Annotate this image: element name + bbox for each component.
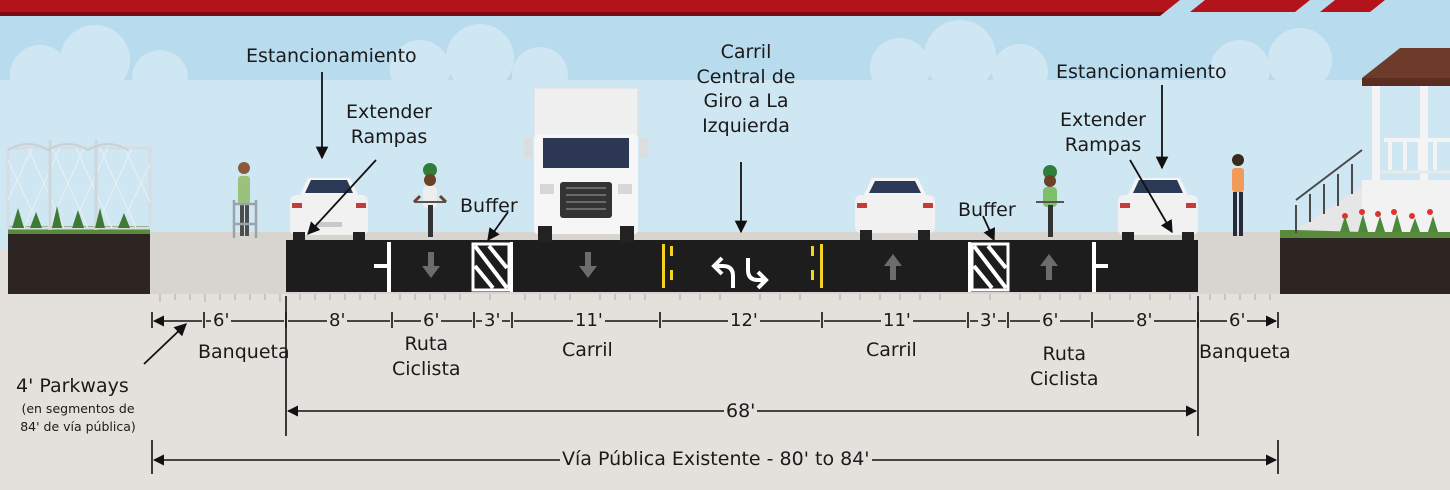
- pedestrian-right: [1232, 154, 1244, 236]
- label-center-turn-lane: Carril Central de Giro a La Izquierda: [696, 41, 796, 138]
- lane-markings: [374, 242, 1108, 292]
- header-banner: [0, 0, 1385, 16]
- left-grass: [8, 226, 150, 234]
- turn-arrows: [711, 256, 769, 290]
- dim-bike-left: 6': [421, 310, 442, 331]
- label-ramps-right: Extender Rampas: [1060, 109, 1146, 156]
- label-ramps-left: Extender Rampas: [346, 101, 432, 148]
- dim-center-lane: 12': [728, 310, 760, 331]
- dim-lane-right: 11': [881, 310, 913, 331]
- cyclist-right: [1036, 165, 1064, 237]
- label-banqueta-right: Banqueta: [1199, 341, 1291, 363]
- label-carril-left: Carril: [562, 339, 613, 361]
- label-ruta-ciclista-right: Ruta Ciclista: [1030, 343, 1099, 390]
- dim-total-68: 68': [724, 400, 758, 422]
- dim-parking-left: 8': [327, 310, 348, 331]
- car-right-lane: [855, 178, 935, 240]
- yellow-lines: [662, 244, 823, 288]
- dim-bike-right: 6': [1040, 310, 1061, 331]
- plants-left: [12, 206, 130, 228]
- scale-ticks: [159, 294, 1271, 302]
- dim-total-row: Vía Pública Existente - 80' to 84': [560, 448, 872, 470]
- right-soil: [1280, 236, 1450, 294]
- label-parkways-note: (en segmentos de 84' de vía pública): [20, 401, 136, 434]
- parked-car-right: [1118, 178, 1198, 240]
- dim-buffer-left: 3': [482, 310, 503, 331]
- label-banqueta-left: Banqueta: [198, 341, 290, 363]
- label-parkways: 4' Parkways: [16, 375, 129, 397]
- dim-sidewalk-left: 6': [211, 310, 232, 331]
- label-ruta-ciclista-left: Ruta Ciclista: [392, 333, 461, 380]
- dim-sidewalk-right: 6': [1227, 310, 1248, 331]
- pointer-arrows: [143, 72, 1173, 365]
- left-soil: [8, 232, 150, 294]
- label-carril-right: Carril: [866, 339, 917, 361]
- label-buffer-right: Buffer: [958, 199, 1016, 221]
- label-parking-left: Estancionamiento: [246, 45, 417, 67]
- cyclist-left: [412, 163, 448, 237]
- dim-parking-right: 8': [1134, 310, 1155, 331]
- house-porch: [1295, 48, 1450, 233]
- pedestrian-walker: [232, 162, 258, 238]
- buffer-left-hatch: [471, 242, 511, 292]
- dim-lane-left: 11': [573, 310, 605, 331]
- label-parking-right: Estancionamiento: [1056, 61, 1227, 83]
- buffer-right-hatch: [970, 242, 1010, 292]
- lane-arrows: [422, 252, 1058, 280]
- right-grass: [1280, 230, 1450, 238]
- box-truck: [524, 87, 648, 242]
- dim-buffer-right: 3': [978, 310, 999, 331]
- label-buffer-left: Buffer: [460, 195, 518, 217]
